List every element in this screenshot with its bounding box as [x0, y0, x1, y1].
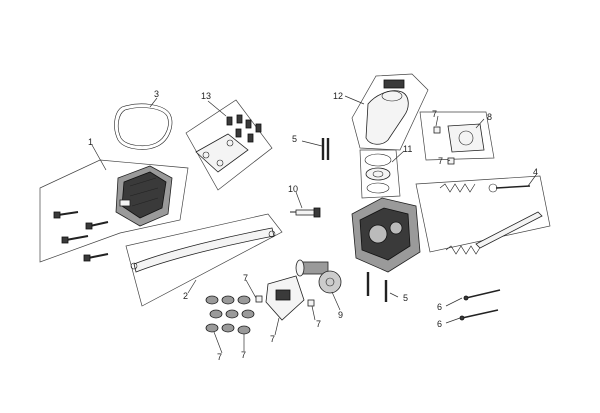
rocker-bracket — [265, 275, 305, 321]
callout-7-upper: 7 — [432, 109, 437, 119]
callout-2: 2 — [183, 291, 188, 301]
callout-13: 13 — [201, 91, 211, 101]
callout-11: 11 — [403, 144, 412, 154]
callout-7-bottom-left: 7 — [217, 352, 222, 362]
callout-3: 3 — [154, 89, 159, 99]
insulator-panel — [419, 111, 495, 165]
callout-7-right: 7 — [316, 319, 321, 329]
camshaft — [295, 259, 342, 294]
studs — [321, 138, 388, 302]
spark-plug — [290, 207, 321, 218]
callout-12: 12 — [333, 91, 343, 101]
callout-9: 9 — [338, 310, 343, 320]
head-cover — [115, 165, 173, 227]
cylinder-head — [351, 197, 421, 273]
callout-5-top: 5 — [292, 134, 297, 144]
callout-7-bottom-mid: 7 — [241, 350, 246, 360]
chain-guide-panel — [125, 213, 283, 307]
cover-bolts — [53, 211, 109, 262]
callout-5-bottom: 5 — [403, 293, 408, 303]
leader-lines — [91, 95, 537, 354]
nut-icon — [205, 295, 255, 335]
gasket-panel — [359, 149, 401, 199]
small-bolt-icon — [226, 114, 262, 143]
intake-panel — [351, 73, 429, 151]
callout-7-left: 7 — [243, 273, 248, 283]
callout-1: 1 — [88, 137, 93, 147]
nut-cluster — [205, 295, 315, 335]
callout-6-top: 6 — [437, 302, 442, 312]
head-cover-panel — [39, 159, 189, 263]
cover-gasket — [114, 103, 173, 150]
callout-8: 8 — [487, 112, 492, 122]
callout-7-mid: 7 — [438, 156, 443, 166]
valve-panel — [415, 175, 551, 255]
bolt-kit-panel — [185, 99, 273, 191]
callout-10: 10 — [288, 184, 298, 194]
pins — [459, 289, 501, 321]
callout-4: 4 — [533, 167, 538, 177]
callout-7-bracket: 7 — [270, 334, 275, 344]
callout-6-bottom: 6 — [437, 319, 442, 329]
valve-springs — [439, 183, 543, 255]
